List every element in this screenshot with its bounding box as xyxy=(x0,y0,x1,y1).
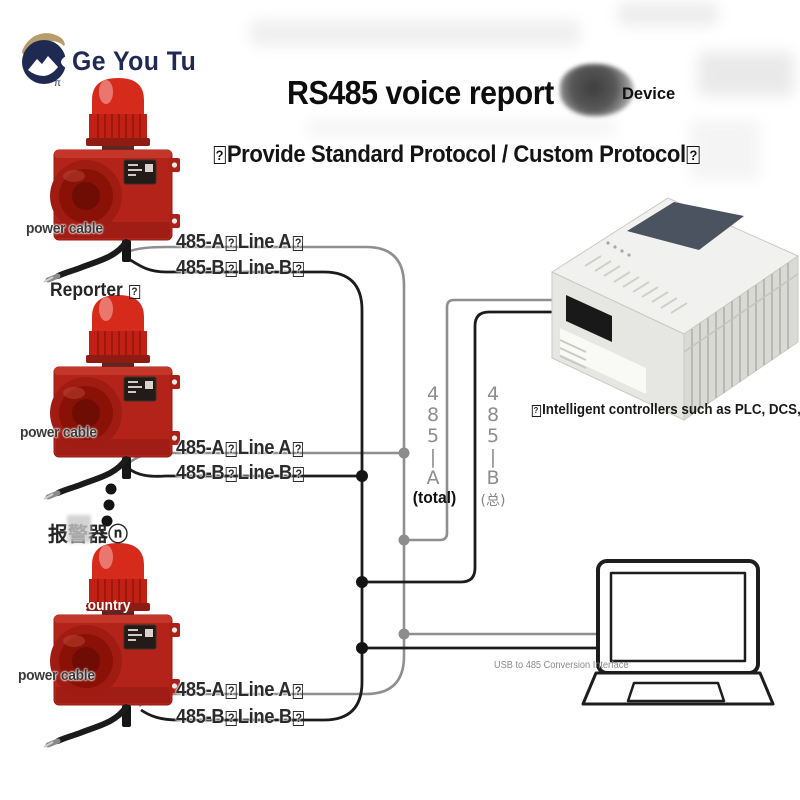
alarm-device-3 xyxy=(44,543,180,747)
plc-caption: ?Intelligent controllers such as PLC, DC… xyxy=(530,402,800,418)
device-label: Device xyxy=(622,85,676,103)
wire-label-485a-1: 485-A?Line A? xyxy=(176,231,305,254)
wire-label-485a-3: 485-A?Line A? xyxy=(176,679,305,702)
bus-485b-vertical: 4 8 5 | B xyxy=(486,383,500,489)
wire-485-b xyxy=(126,256,599,722)
power-cable-label-2: power cable xyxy=(20,424,97,441)
wire-485b-trunk xyxy=(126,256,364,722)
plc-port xyxy=(566,295,612,342)
brand-logo-icon: π xyxy=(22,33,66,88)
laptop-touchpad xyxy=(626,681,726,703)
logo-pi-mark: π xyxy=(54,78,61,88)
junction-dots xyxy=(356,447,410,654)
plc-controller xyxy=(550,197,800,421)
bus-485a-suffix: (total) xyxy=(412,488,457,507)
power-cable-label-1: power cable xyxy=(26,220,103,237)
ghost-smudge xyxy=(618,2,718,26)
ghost-smudge xyxy=(306,120,616,136)
page-title: RS485 voice report xyxy=(287,74,554,111)
ghost-smudge xyxy=(250,20,580,46)
wire-label-485b-3: 485-B?Line B? xyxy=(176,706,305,729)
ghost-smudge xyxy=(690,120,760,180)
brand-logo-text: Ge You Tu xyxy=(72,46,197,76)
alarm-device-2 xyxy=(44,295,180,499)
wire-label-485b-2: 485-B?Line B? xyxy=(176,462,305,485)
usb-converter-caption: USB to 485 Conversion Interface xyxy=(494,660,629,671)
wire-485b-branch2 xyxy=(127,466,362,478)
reporter-caption: Reporter ? xyxy=(50,280,141,302)
censored-logo-blob xyxy=(560,64,634,116)
laptop xyxy=(581,559,775,706)
blur-patch xyxy=(67,515,91,543)
mountain-icon xyxy=(28,56,58,76)
bus-485a-vertical: 4 8 5 | A xyxy=(426,383,440,489)
bus-485b-suffix: (总) xyxy=(480,493,506,509)
ellipsis-dots xyxy=(101,483,117,527)
wire-label-485a-2: 485-A?Line A? xyxy=(176,437,305,460)
wire-485a-plc xyxy=(404,298,558,542)
subtitle: ?Provide Standard Protocol / Custom Prot… xyxy=(212,141,701,169)
wire-485b-plc xyxy=(362,310,554,584)
alarm-device-1 xyxy=(44,78,180,282)
wire-label-485b-1: 485-B?Line B? xyxy=(176,257,305,280)
plc-top-band xyxy=(627,202,744,250)
ghost-smudge xyxy=(698,52,794,96)
power-cable-label-3: power cable xyxy=(18,667,95,684)
country-watermark: country xyxy=(80,597,131,614)
